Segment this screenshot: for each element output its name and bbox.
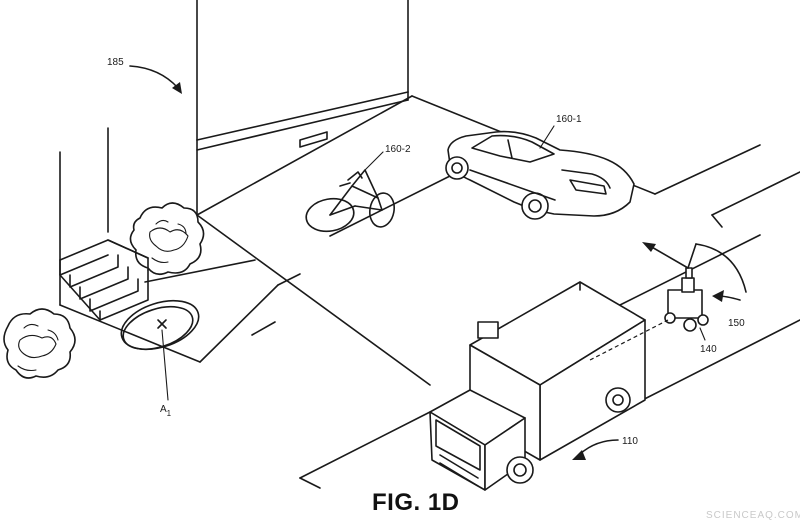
truck: [429, 281, 646, 491]
bicycle: [305, 151, 395, 233]
building: [59, 0, 413, 306]
label-110: 110: [622, 436, 638, 447]
bush-lower: [3, 308, 76, 379]
target-marker-icon: [157, 319, 167, 329]
figure-caption: FIG. 1D: [372, 489, 460, 516]
label-185: 185: [107, 57, 124, 68]
label-150: 150: [728, 318, 745, 329]
watermark: SCIENCEAQ.COM: [706, 510, 800, 521]
bush-upper: [129, 202, 205, 276]
sensor-field: [642, 242, 747, 302]
label-a1-sub: 1: [167, 409, 172, 418]
building-vent: [299, 131, 328, 148]
label-a1-main: A: [160, 404, 167, 415]
label-160-2: 160-2: [385, 144, 411, 155]
label-140: 140: [700, 344, 717, 355]
robot: [589, 267, 709, 361]
ground-lines: [59, 95, 800, 489]
stairs: [59, 239, 149, 321]
car: [445, 125, 635, 220]
label-a1: A1: [160, 404, 172, 418]
target-location: [120, 299, 200, 401]
leader-arrow-185: [129, 65, 182, 94]
label-160-1: 160-1: [556, 114, 582, 125]
leader-arrow-110: [572, 439, 619, 460]
